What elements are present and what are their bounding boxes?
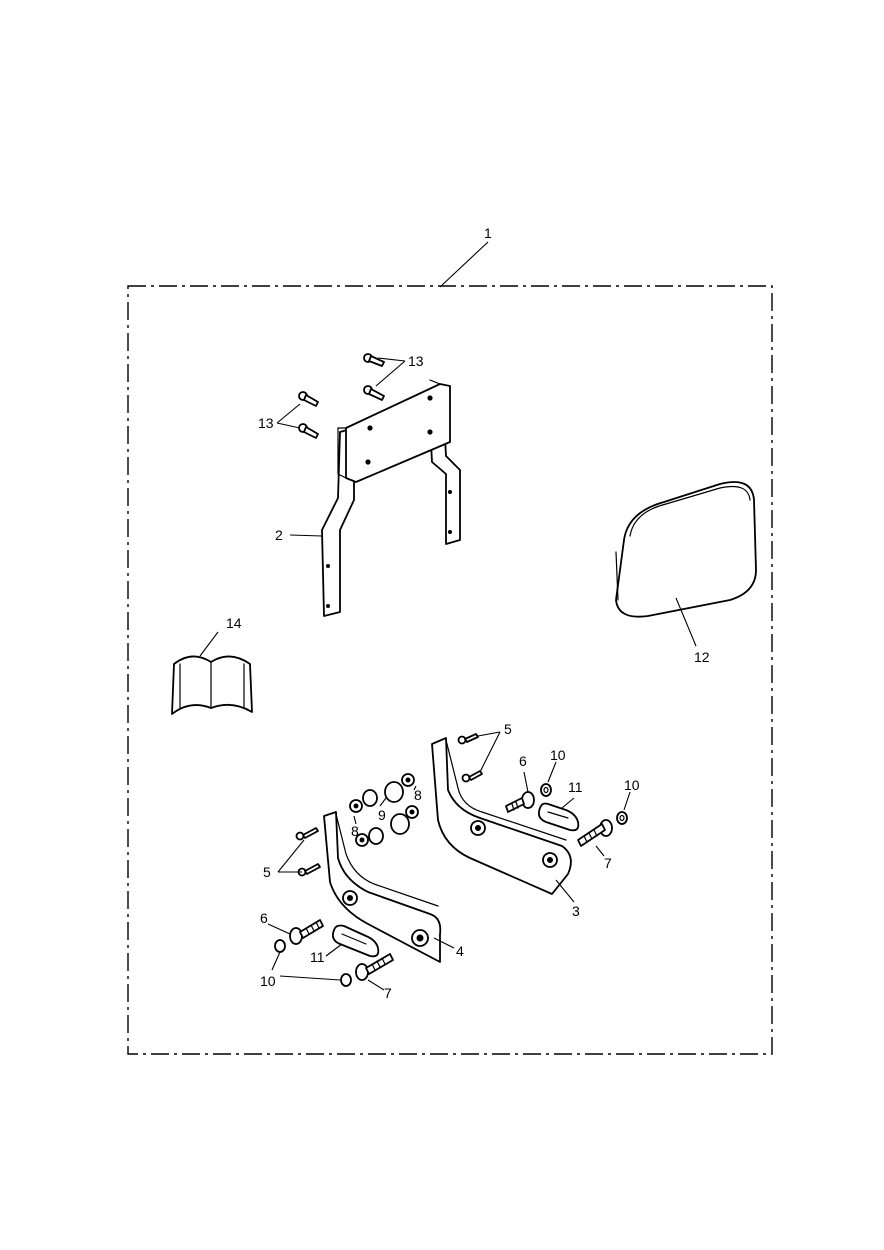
svg-text:13: 13 <box>408 353 424 369</box>
kit-boundary <box>127 285 773 1055</box>
slot-plate <box>537 802 580 832</box>
svg-text:6: 6 <box>519 753 527 769</box>
spacer <box>384 781 404 803</box>
callout-long-bolt-left: 7 <box>367 979 392 1001</box>
callout-long-bolt-right: 7 <box>595 845 612 871</box>
nut <box>405 805 419 819</box>
backrest-frame <box>321 379 461 617</box>
bolt <box>289 919 324 945</box>
callout-spacer: 9 <box>378 797 387 823</box>
svg-text:14: 14 <box>226 615 242 631</box>
nut <box>401 773 415 787</box>
svg-text:5: 5 <box>504 721 512 737</box>
svg-text:10: 10 <box>550 747 566 763</box>
callout-washer-b: 10 <box>623 777 640 811</box>
callout-bolt-lower: 6 <box>260 910 291 935</box>
washer <box>616 811 628 825</box>
svg-text:7: 7 <box>384 985 392 1001</box>
washer <box>274 939 286 953</box>
slot-plate <box>331 924 380 958</box>
svg-text:6: 6 <box>260 910 268 926</box>
callout-screws-lower: 5 <box>263 839 305 880</box>
callout-left-bracket: 4 <box>433 937 464 959</box>
svg-text:7: 7 <box>604 855 612 871</box>
spacer <box>362 789 378 807</box>
callout-pad-screws-left: 13 <box>258 403 301 431</box>
pad-screw <box>298 391 319 407</box>
svg-text:12: 12 <box>694 649 710 665</box>
long-bolt <box>577 819 613 847</box>
callout-slot-plate-right: 11 <box>561 779 583 809</box>
right-mounting-bracket <box>431 737 572 895</box>
small-screw <box>457 733 479 745</box>
left-mounting-bracket <box>323 811 442 963</box>
callout-screws-upper: 5 <box>477 721 512 773</box>
small-screw <box>297 863 321 877</box>
long-bolt <box>355 953 394 981</box>
callout-backrest-frame: 2 <box>275 527 323 543</box>
callout-right-bracket: 3 <box>555 879 580 919</box>
svg-text:8: 8 <box>351 823 359 839</box>
callout-instructions: 14 <box>199 615 242 657</box>
bolt <box>505 791 535 813</box>
svg-text:2: 2 <box>275 527 283 543</box>
svg-text:10: 10 <box>624 777 640 793</box>
callout-slot-plate-left: 11 <box>310 943 343 965</box>
svg-text:8: 8 <box>414 787 422 803</box>
svg-text:11: 11 <box>568 779 583 795</box>
svg-text:4: 4 <box>456 943 464 959</box>
backrest-pad <box>615 481 757 618</box>
callout-washer-a: 10 <box>547 747 566 783</box>
washer <box>340 973 352 987</box>
svg-text:1: 1 <box>484 225 492 241</box>
instructions-booklet <box>171 655 253 715</box>
svg-text:5: 5 <box>263 864 271 880</box>
small-screw <box>461 770 483 783</box>
svg-text:10: 10 <box>260 973 276 989</box>
small-screw <box>295 827 319 841</box>
svg-text:13: 13 <box>258 415 274 431</box>
callout-nut-right: 8 <box>413 785 422 803</box>
callout-pad-screws-top: 13 <box>375 353 424 387</box>
callout-nut-left: 8 <box>351 815 359 839</box>
nut <box>355 833 369 847</box>
pad-screw <box>363 385 385 401</box>
pad-screw <box>363 353 385 367</box>
pad-screw <box>298 423 319 439</box>
callout-bolt-upper: 6 <box>519 753 529 793</box>
spacer <box>390 813 410 835</box>
washer <box>540 783 552 797</box>
callout-kit: 1 <box>439 225 492 288</box>
svg-text:3: 3 <box>572 903 580 919</box>
callout-backrest-pad: 12 <box>675 597 710 665</box>
spacer <box>368 827 384 845</box>
svg-text:9: 9 <box>378 807 386 823</box>
svg-text:11: 11 <box>310 949 325 965</box>
callout-washer-lower: 10 <box>260 951 341 989</box>
nut <box>349 799 363 813</box>
